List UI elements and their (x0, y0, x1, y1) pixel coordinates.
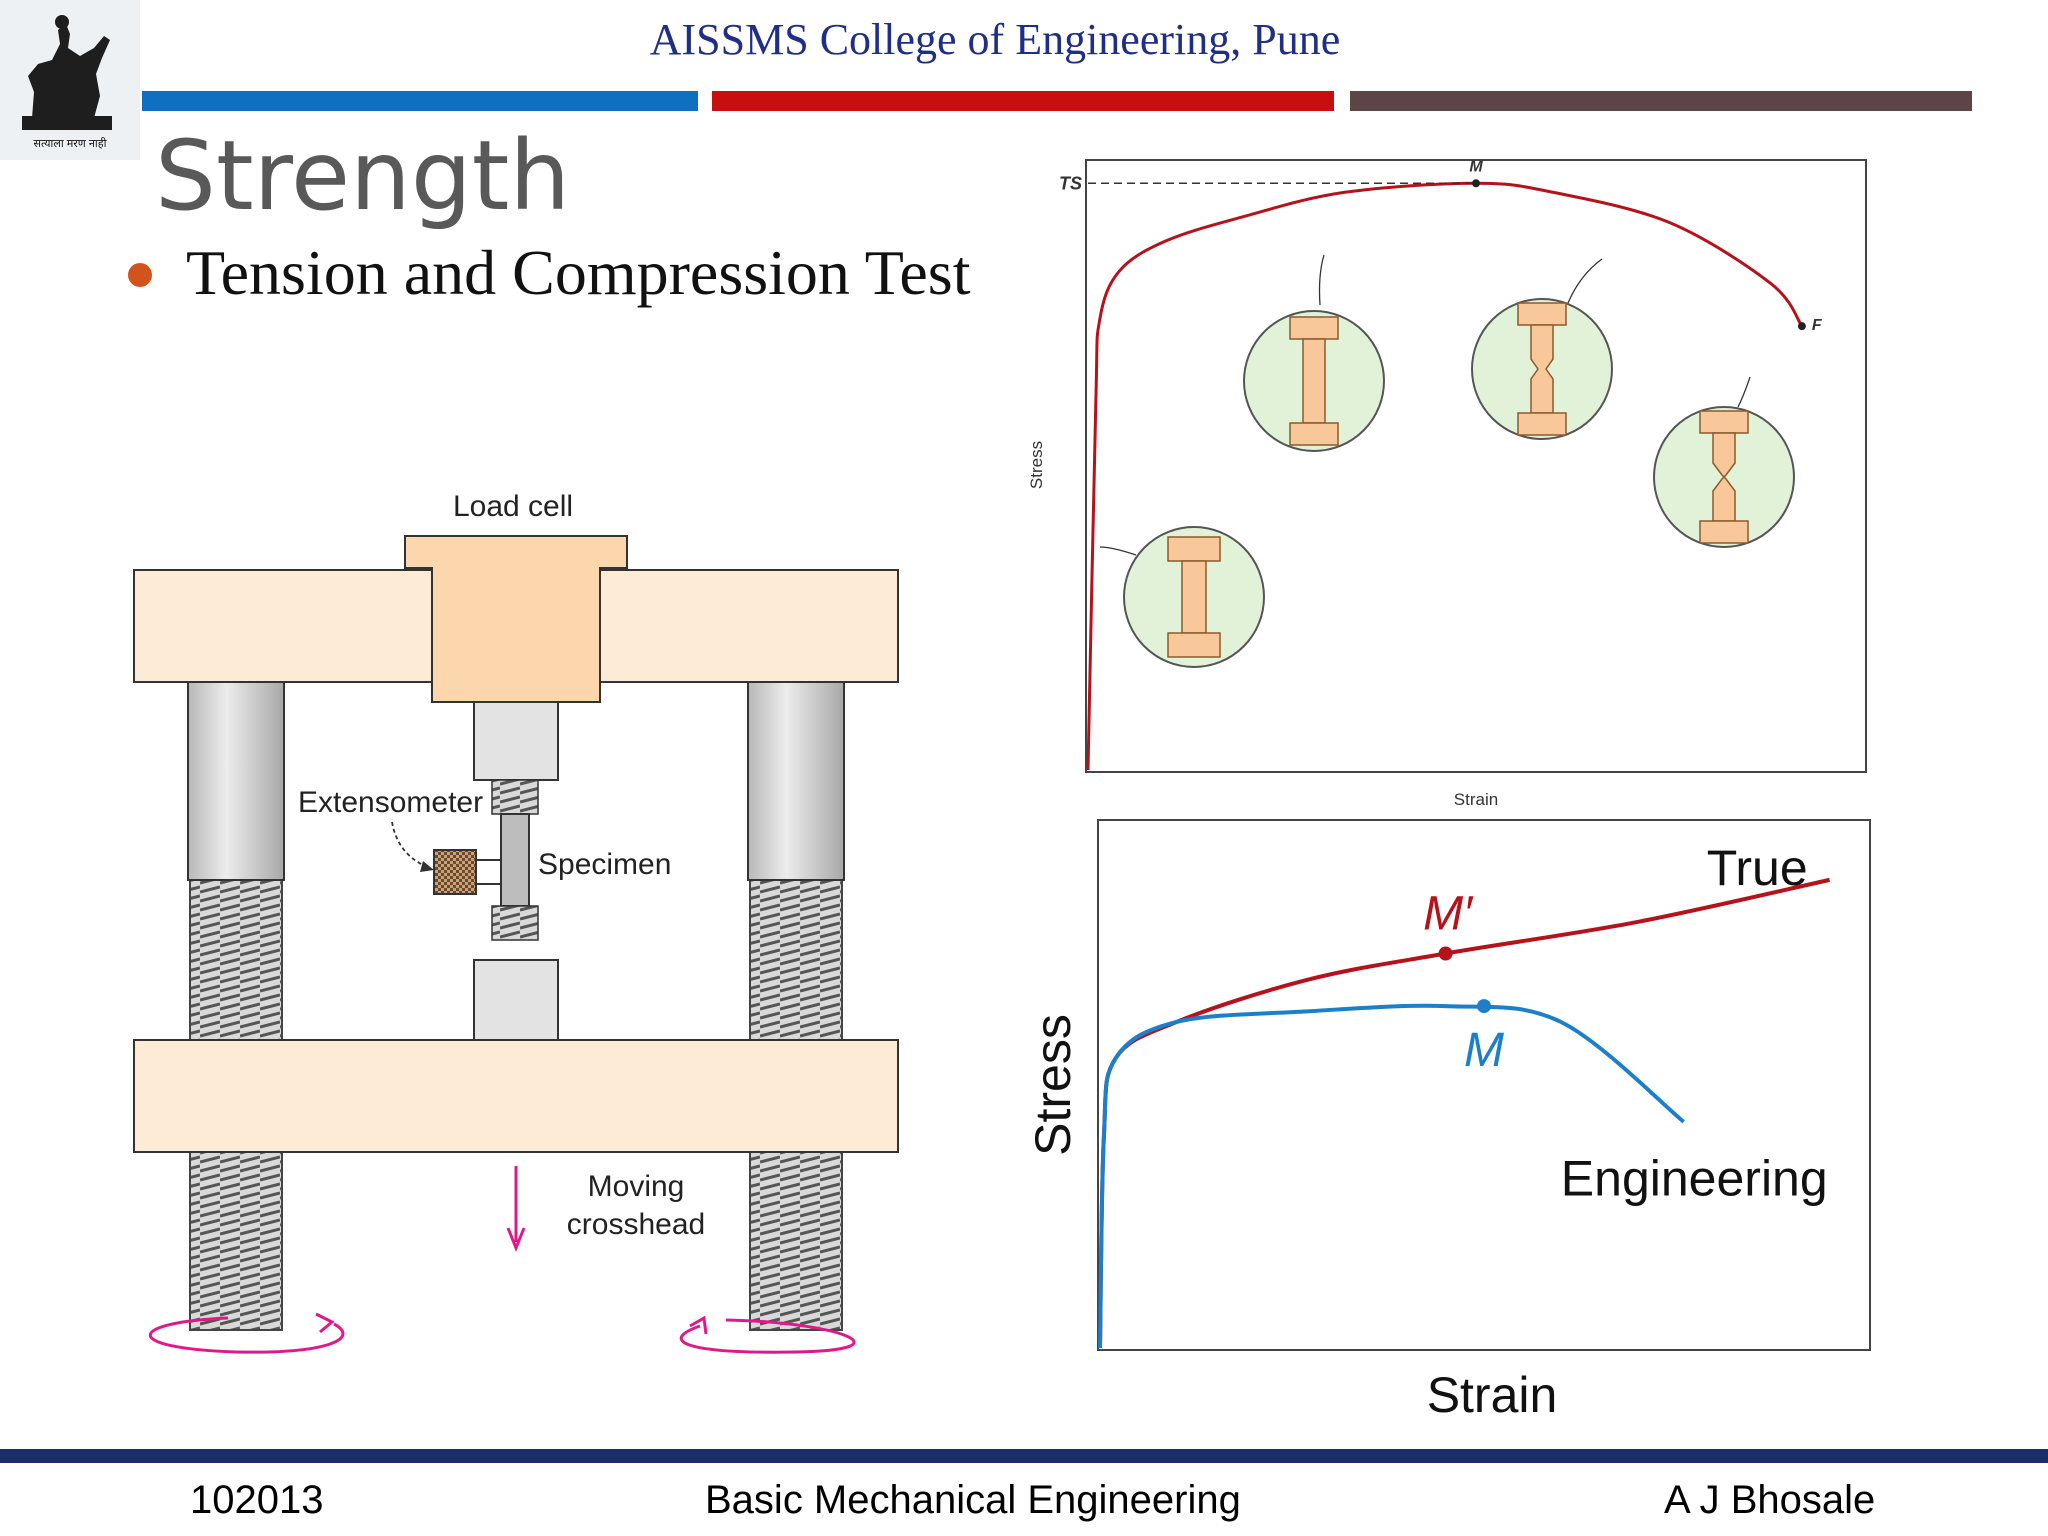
upper-grip (473, 701, 559, 781)
m-label: M (1469, 158, 1483, 175)
specimen-inset-necking (1471, 298, 1613, 440)
load-cell (404, 535, 628, 703)
college-logo: सत्याला मरण नाही (0, 0, 140, 160)
right-screw-upper (749, 879, 843, 1041)
chart2-ylabel: Stress (1025, 1014, 1081, 1156)
extensometer-label: Extensometer (298, 786, 483, 819)
m-prime-label: M′ (1423, 888, 1474, 941)
specimen-inset-uniform (1243, 310, 1385, 452)
chart2-xlabel: Strain (1427, 1367, 1558, 1423)
point-m-prime (1438, 946, 1453, 961)
engineering-label: Engineering (1561, 1150, 1828, 1206)
point-f (1797, 322, 1806, 331)
crosshead-label-line1: Moving (588, 1170, 685, 1203)
point-m (1477, 999, 1491, 1014)
footer-bar (0, 1449, 2048, 1463)
lower-grip (473, 959, 559, 1041)
footer-course-name: Basic Mechanical Engineering (705, 1478, 1241, 1522)
left-screw-lower (189, 1149, 283, 1331)
stress-strain-necking-chart: TS M F Strain Stress (1027, 158, 1867, 809)
chart1-ylabel: Stress (1027, 441, 1046, 489)
ts-label: TS (1059, 173, 1082, 193)
load-cell-label: Load cell (453, 490, 573, 523)
specimen (500, 813, 530, 907)
moving-crosshead (133, 1039, 899, 1153)
inset-pointer-arrows (1099, 254, 1751, 556)
slide-title: Strength (155, 120, 571, 232)
right-column (747, 679, 845, 881)
rotation-arrow-icon (148, 1312, 856, 1354)
footer-course-code: 102013 (190, 1478, 324, 1522)
engineering-curve (1098, 1003, 1685, 1349)
chart1-curve (1086, 181, 1804, 771)
chart1-xlabel: Strain (1454, 790, 1498, 809)
left-screw-upper (189, 879, 283, 1041)
lower-grip-thread (491, 905, 539, 941)
logo-motto: सत्याला मरण नाही (34, 137, 107, 150)
bullet-icon (128, 263, 152, 287)
footer-author: A J Bhosale (1664, 1478, 1876, 1522)
specimen-inset-fracture (1653, 406, 1795, 548)
bullet-text: Tension and Compression Test (186, 237, 971, 308)
chart2-frame (1097, 819, 1871, 1351)
true-vs-engineering-chart: True Engineering M′ M Strain Stress (1025, 819, 1871, 1423)
left-column (187, 679, 285, 881)
extensometer (433, 849, 477, 895)
header-bar-red (712, 91, 1334, 111)
m-label: M (1464, 1024, 1504, 1077)
header-bar-brown (1350, 91, 1972, 111)
point-m (1472, 179, 1480, 188)
right-screw-lower (749, 1149, 843, 1331)
tension-test-machine-diagram: Load cell Extensometer Specimen Moving c… (133, 490, 899, 1354)
f-label: F (1812, 317, 1823, 334)
specimen-inset-elastic (1123, 526, 1265, 668)
specimen-label: Specimen (538, 848, 671, 881)
college-name: AISSMS College of Engineering, Pune (649, 15, 1341, 64)
upper-grip-thread (491, 779, 539, 815)
true-label: True (1707, 840, 1808, 896)
crosshead-label-line2: crosshead (567, 1208, 705, 1241)
header-bar-blue (142, 91, 698, 111)
